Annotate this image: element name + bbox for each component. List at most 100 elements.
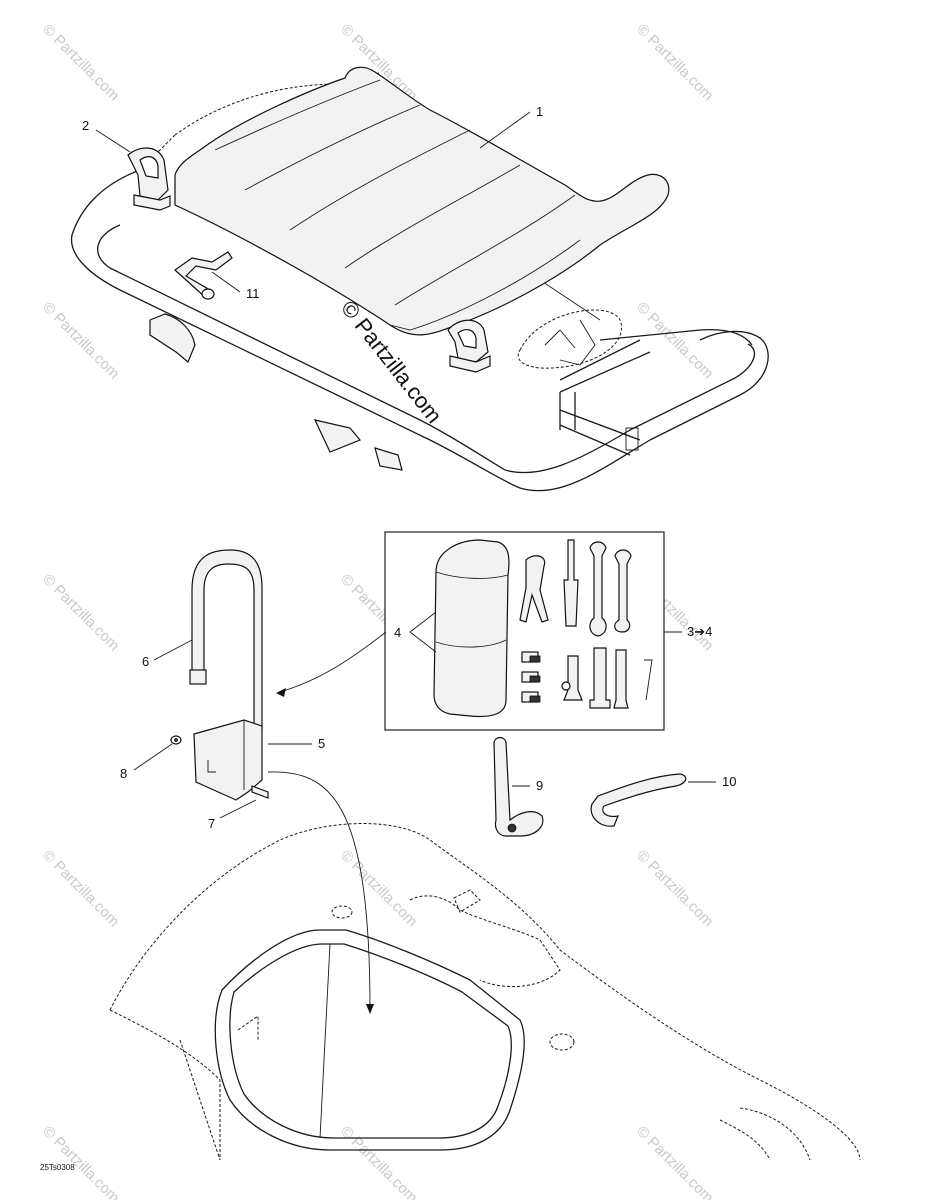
hex-key-icon <box>644 659 653 701</box>
tool-bag-seam <box>435 571 509 579</box>
leader-line-2 <box>95 129 131 153</box>
watermark: © Partzilla.com <box>337 847 420 930</box>
seat <box>174 66 670 336</box>
watermark: © Partzilla.com <box>337 1123 420 1200</box>
watermark: © Partzilla.com <box>39 571 122 654</box>
watermark: © Partzilla.com <box>633 847 716 930</box>
storage-bin-rim <box>229 943 512 1139</box>
hull-cap <box>549 1033 575 1051</box>
fuse-set <box>521 651 541 703</box>
screwdriver-icon <box>563 539 579 627</box>
frame-detail <box>539 279 601 366</box>
seat-seam <box>394 194 576 306</box>
watermark: © Partzilla.com <box>39 299 122 382</box>
hull-outline <box>179 1039 221 1161</box>
callout-3-to-4: 3➔4 <box>687 624 712 639</box>
hull-fixture <box>409 895 561 988</box>
strap-buckle <box>189 669 207 685</box>
seat-pin <box>174 251 233 300</box>
spark-plug-tool-icon <box>561 681 571 691</box>
hull-cap <box>331 905 353 919</box>
hull-assembly <box>109 823 861 1161</box>
lever-pivot <box>507 823 517 833</box>
leader-line-1 <box>479 111 531 149</box>
spanner-wrench <box>590 773 687 827</box>
socket-wrench-icon <box>589 647 611 709</box>
part-9-tool <box>493 736 544 837</box>
socket-wrench-icon <box>613 649 629 709</box>
drawing-code: 25Ts0308 <box>40 1163 75 1172</box>
hull-outline <box>109 1009 221 1160</box>
frame-bracket <box>149 313 196 363</box>
frame-phantom-outline <box>517 309 622 369</box>
watermark: © Partzilla.com <box>633 21 716 104</box>
seat-latch-right <box>447 319 491 373</box>
seat-seam <box>289 129 471 231</box>
hull-outline <box>739 1107 811 1161</box>
hull-outline <box>109 823 861 1161</box>
top-leaders <box>95 111 531 293</box>
latch-base <box>133 194 171 211</box>
callout-6: 6 <box>142 654 149 669</box>
storage-bin-inner <box>237 1015 259 1040</box>
fuse-icon <box>529 695 541 703</box>
callout-5: 5 <box>318 736 325 751</box>
open-wrench-icon <box>589 541 607 637</box>
watermark: © Partzilla.com <box>633 299 716 382</box>
open-wrench-icon <box>614 549 632 633</box>
callout-2: 2 <box>82 118 89 133</box>
tool-holder-bracket <box>193 719 263 801</box>
seat-edge <box>174 204 581 331</box>
frame-tube <box>559 351 651 393</box>
holder-bolt <box>251 785 269 799</box>
seat-body <box>174 66 670 336</box>
fuse-icon <box>529 675 541 683</box>
callout-4: 4 <box>394 625 401 640</box>
fuse-icon <box>529 655 541 663</box>
hull-outline <box>719 1119 771 1161</box>
pin-end <box>201 288 215 300</box>
leader-line-4 <box>409 631 437 653</box>
seat-seam <box>244 104 421 191</box>
storage-bin-inner <box>319 943 331 1139</box>
frame-tube <box>559 339 641 381</box>
storage-bin-rim <box>214 929 525 1151</box>
frame-detail <box>544 329 576 349</box>
holder-washer <box>174 738 178 742</box>
frame-crossbar <box>559 409 641 456</box>
frame-crossbar <box>559 392 576 430</box>
frame-tube <box>97 224 506 471</box>
arrow-head <box>366 1004 374 1014</box>
callout-9: 9 <box>536 778 543 793</box>
latch-base <box>449 355 491 373</box>
holder-slot <box>207 760 216 773</box>
leader-line-11 <box>211 271 241 293</box>
seat-seam <box>214 79 381 151</box>
callout-10: 10 <box>722 774 736 789</box>
leader-line-4 <box>409 611 437 633</box>
watermark: © Partzilla.com <box>633 1123 716 1200</box>
leader-line-7 <box>219 799 257 819</box>
watermark: © Partzilla.com <box>39 21 122 104</box>
arrow-head <box>276 688 286 697</box>
tool-strap <box>191 549 263 731</box>
part-10-spanner <box>590 773 716 827</box>
tool-holder-assembly <box>170 549 269 801</box>
pliers-icon <box>519 555 549 623</box>
leader-line-6 <box>153 639 193 661</box>
tool-bag-seam <box>435 639 507 648</box>
frame-phantom-outline <box>174 71 381 136</box>
tool-bag <box>433 539 510 718</box>
callout-7: 7 <box>208 816 215 831</box>
frame-bracket <box>374 447 403 471</box>
callout-11: 11 <box>246 286 260 301</box>
frame-assembly <box>70 71 769 492</box>
callout-1: 1 <box>536 104 543 119</box>
frame-tube <box>504 343 756 474</box>
leader-arrow-kit-to-holder <box>279 631 387 693</box>
leader-arrow-holder-to-hull <box>267 771 371 1011</box>
frame-bracket <box>313 419 361 453</box>
tool-kit-leaders <box>276 611 682 697</box>
seat-latch-left <box>127 147 171 211</box>
